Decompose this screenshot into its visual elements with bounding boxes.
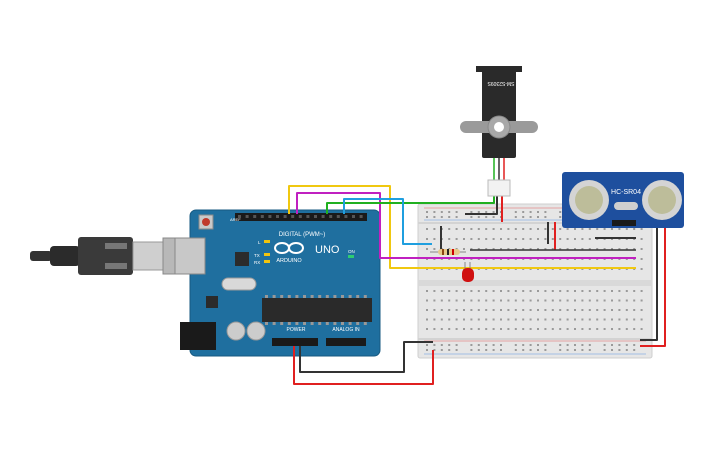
servo-model-label: SM-S2309S — [487, 80, 515, 86]
atmega-chip — [262, 298, 372, 322]
wire-servo-black — [465, 196, 498, 215]
resistor — [430, 249, 466, 255]
usb-jack — [174, 237, 206, 275]
on-label: ON — [348, 249, 355, 254]
wire-yellow — [288, 185, 636, 269]
wire-green — [326, 196, 495, 214]
voltage-regulator — [206, 296, 218, 308]
power-label: POWER — [287, 327, 306, 333]
led-label-rx: RX — [254, 260, 260, 265]
wire-gnd-black — [299, 341, 433, 373]
model-label: UNO — [315, 244, 340, 256]
arduino-board: DIGITAL (PWM~) AREF ARDUINO UNO L TX RX … — [174, 209, 381, 357]
analog-label: ANALOG IN — [332, 327, 360, 333]
capacitor-2 — [246, 321, 266, 341]
led-red — [462, 262, 474, 282]
led-label-tx: TX — [254, 253, 260, 258]
sensor-model-label: HC-SR04 — [611, 189, 641, 196]
wires — [288, 185, 666, 385]
ultrasonic-sensor: HC-SR04 — [562, 172, 684, 228]
aref-label: AREF — [230, 217, 241, 222]
wire-sensor-red — [640, 226, 666, 347]
crystal — [221, 277, 257, 291]
digital-header-label: DIGITAL (PWM~) — [279, 232, 326, 238]
servo-connector — [487, 179, 511, 197]
led-label-l: L — [258, 240, 261, 245]
analog-header — [326, 338, 366, 346]
brand-label: ARDUINO — [276, 258, 302, 264]
usb-chip — [235, 252, 249, 266]
wire-blue — [343, 198, 432, 245]
servo-motor: SM-S2309S — [460, 66, 538, 197]
wire-sensor-black — [640, 226, 658, 341]
capacitor-1 — [226, 321, 246, 341]
arduino-logo — [274, 242, 304, 254]
power-header — [272, 338, 318, 346]
wire-magenta — [296, 192, 636, 259]
wire-5v-red — [293, 346, 434, 385]
power-jack — [180, 322, 216, 350]
